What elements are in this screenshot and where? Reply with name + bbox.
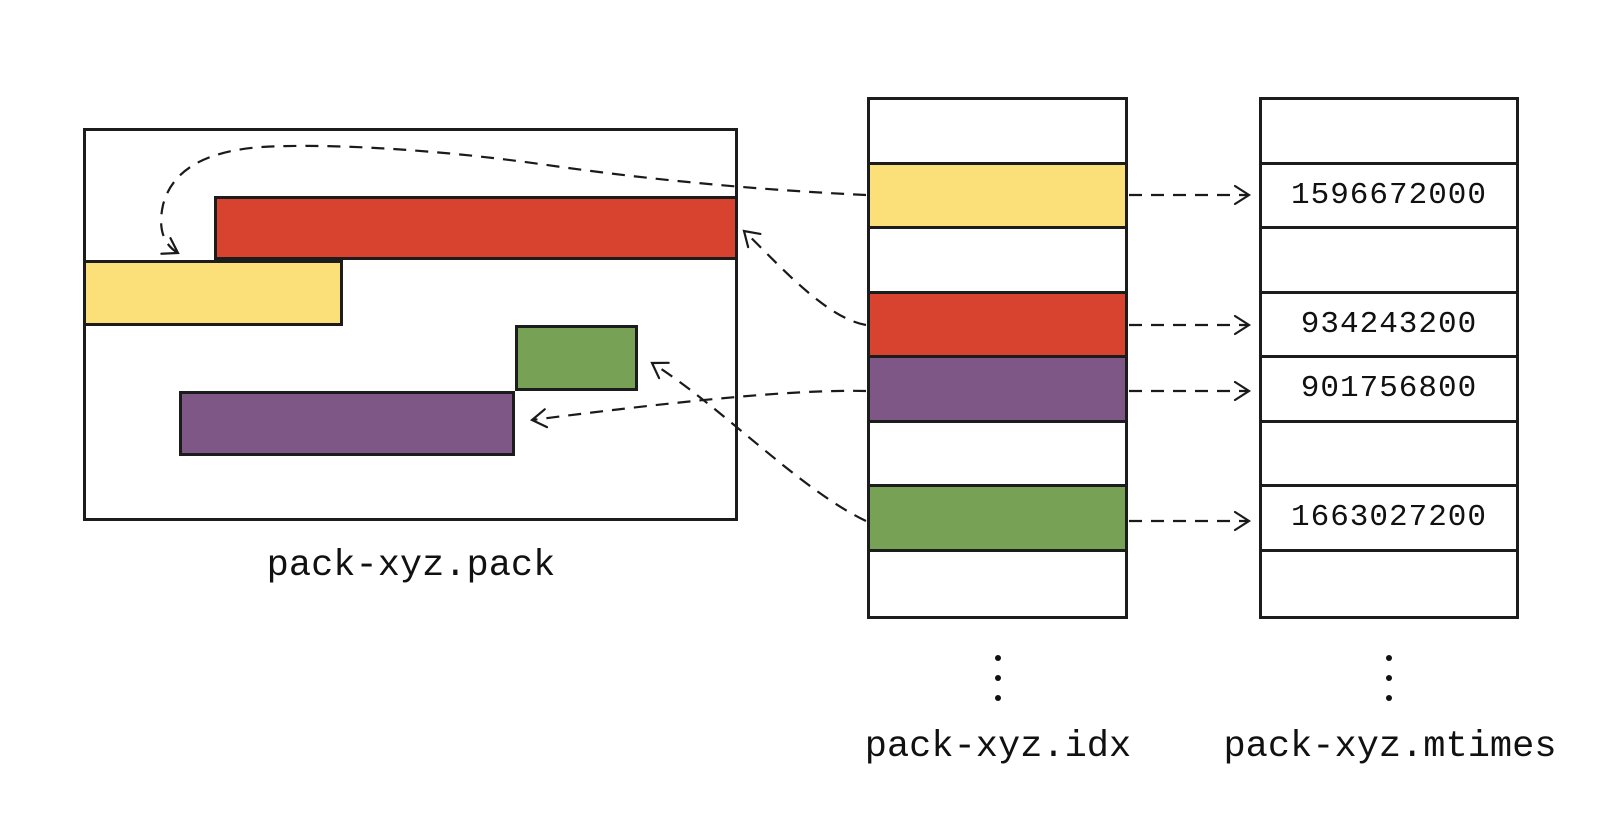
mtime-entry: 934243200 [1262, 294, 1516, 358]
vertical-ellipsis-icon [995, 655, 1001, 701]
idx-entry-yellow [870, 164, 1125, 229]
mtime-entry-empty [1262, 423, 1516, 487]
idx-entry-green [870, 487, 1125, 552]
pack-object-yellow [83, 260, 343, 326]
mtime-entry-empty [1262, 100, 1516, 165]
idx-entry-empty [870, 229, 1125, 294]
mtime-entry-empty [1262, 229, 1516, 294]
mtime-entry: 1596672000 [1262, 165, 1516, 229]
mtime-entry: 1663027200 [1262, 487, 1516, 552]
mtimes-file-label: pack-xyz.mtimes [1223, 726, 1557, 768]
mtime-entry-empty [1262, 552, 1516, 617]
idx-entry-empty [870, 423, 1125, 487]
idx-entry-red [870, 293, 1125, 358]
pack-object-green [515, 325, 638, 391]
pack-file-label: pack-xyz.pack [266, 545, 556, 587]
pack-object-red [214, 196, 738, 260]
idx-entry-purple [870, 358, 1125, 423]
idx-entry-empty [870, 552, 1125, 617]
pack-object-purple [179, 391, 515, 456]
arrow-idx-red-to-pack-red [742, 229, 867, 327]
idx-column [867, 97, 1128, 619]
idx-file-label: pack-xyz.idx [864, 726, 1132, 768]
mtime-entry: 901756800 [1262, 358, 1516, 423]
vertical-ellipsis-icon [1386, 655, 1392, 701]
idx-entry-empty [870, 100, 1125, 165]
